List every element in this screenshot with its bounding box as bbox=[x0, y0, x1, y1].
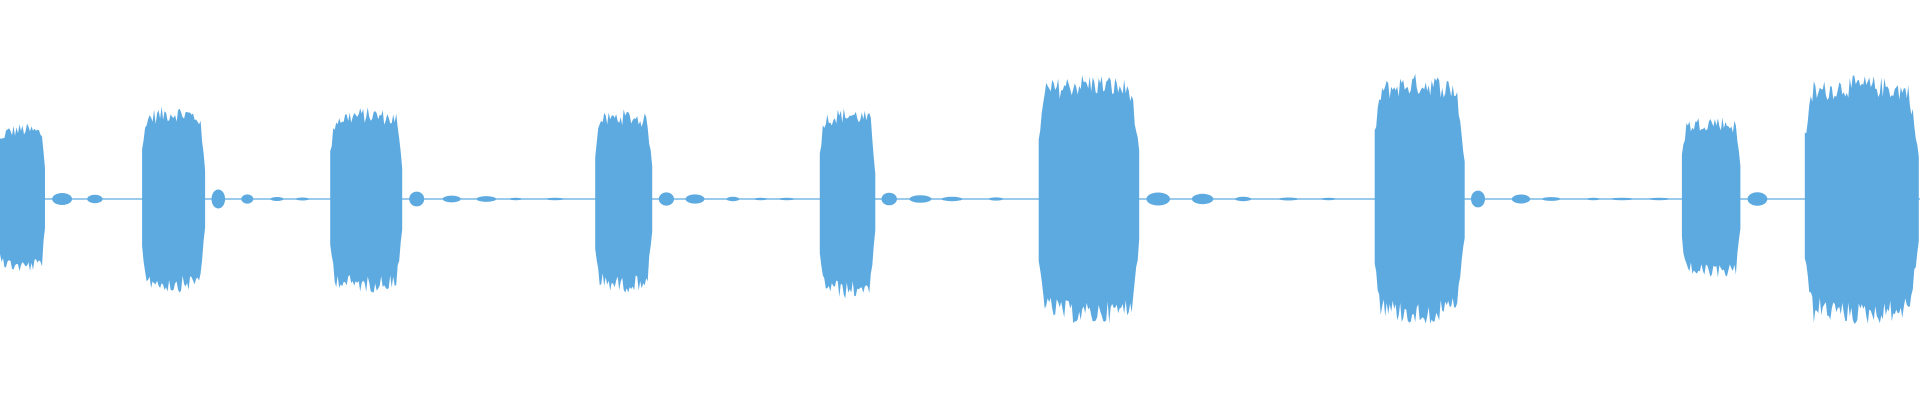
waveform-ripple bbox=[685, 194, 705, 204]
waveform-ripple bbox=[1278, 197, 1299, 201]
waveform-ripple bbox=[87, 194, 103, 204]
waveform-ripple bbox=[1471, 190, 1485, 208]
waveform-ripple bbox=[1511, 194, 1531, 204]
waveform-ripple bbox=[270, 197, 284, 201]
waveform-burst bbox=[1038, 75, 1140, 324]
waveform-ripple bbox=[546, 197, 564, 201]
waveform-ripple bbox=[241, 194, 254, 204]
waveform-ripple bbox=[211, 189, 226, 209]
waveform-ripple bbox=[1321, 197, 1336, 201]
waveform-bursts bbox=[0, 73, 1919, 324]
waveform-ripple bbox=[409, 191, 425, 207]
waveform-burst bbox=[1804, 75, 1919, 324]
waveform-burst bbox=[330, 107, 403, 293]
waveform-ripple bbox=[1542, 197, 1561, 201]
waveform-ripple bbox=[941, 196, 963, 202]
waveform-ripple bbox=[881, 192, 897, 206]
waveform-ripple bbox=[52, 193, 73, 205]
waveform-ripple bbox=[1235, 196, 1252, 202]
waveform-ripple bbox=[476, 196, 497, 202]
waveform-ripple bbox=[442, 195, 461, 203]
waveform-ripple bbox=[909, 195, 932, 203]
waveform-ripple bbox=[988, 197, 1004, 201]
waveform-ripple bbox=[509, 197, 522, 201]
waveform-ripple bbox=[779, 197, 795, 201]
waveform-burst bbox=[595, 109, 653, 293]
waveform-ripple bbox=[658, 192, 675, 206]
waveform-ripple bbox=[754, 197, 768, 201]
waveform-ripple bbox=[726, 196, 740, 202]
waveform-burst bbox=[1374, 73, 1465, 324]
waveform-ripple bbox=[1191, 193, 1214, 205]
waveform-ripple bbox=[1747, 192, 1768, 206]
waveform-ripples bbox=[52, 189, 1768, 209]
waveform-ripple bbox=[1586, 197, 1600, 201]
waveform-ripple bbox=[1649, 197, 1670, 201]
waveform-burst bbox=[142, 106, 206, 293]
waveform-burst bbox=[819, 108, 876, 299]
waveform-burst bbox=[1681, 117, 1741, 278]
waveform-ripple bbox=[295, 197, 310, 201]
waveform-ripple bbox=[1146, 192, 1170, 206]
waveform-ripple bbox=[1610, 197, 1634, 201]
waveform-burst bbox=[0, 123, 45, 272]
